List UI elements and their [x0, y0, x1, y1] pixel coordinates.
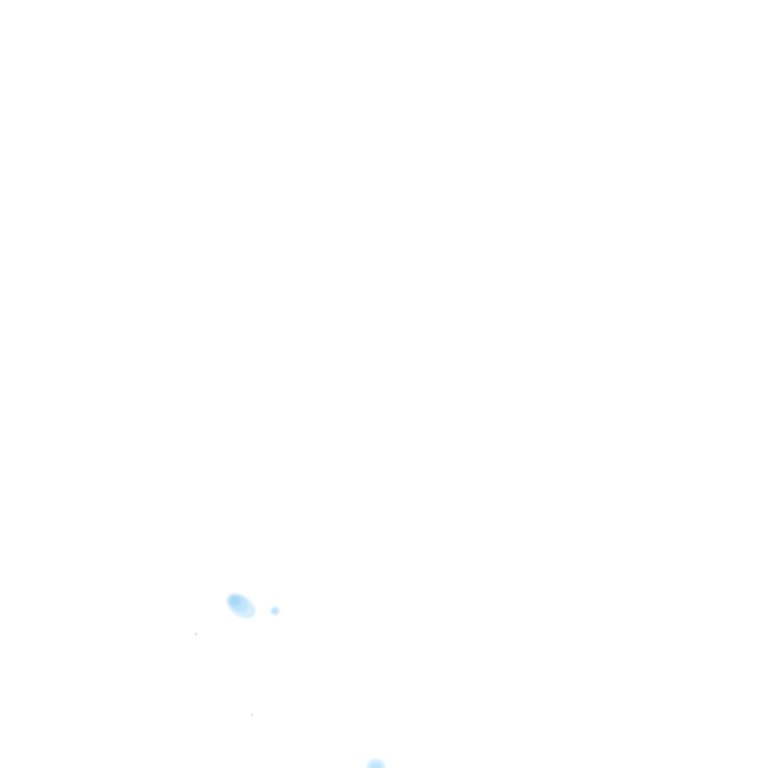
- bottom-splatter: [367, 759, 385, 768]
- bottom-splatter-core: [370, 762, 382, 768]
- droplet: [271, 607, 279, 615]
- main-splatter: [226, 593, 256, 619]
- main-splatter-core: [229, 596, 241, 606]
- droplet: [250, 713, 254, 717]
- droplet: [194, 632, 198, 636]
